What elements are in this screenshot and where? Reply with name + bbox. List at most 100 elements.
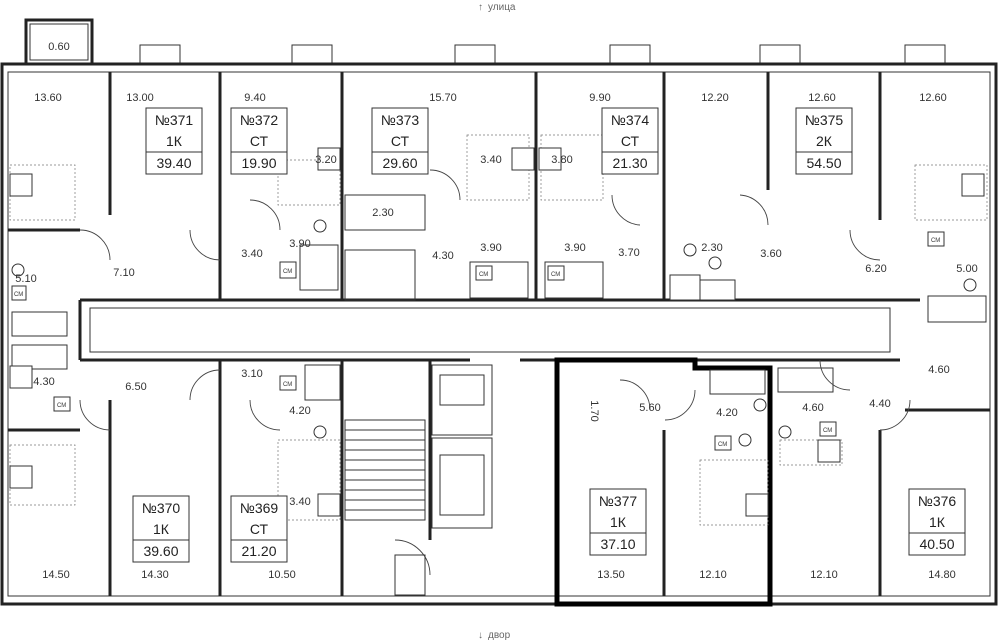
room-area-label: 3.80 [551,154,572,166]
top-partitions [8,72,920,362]
room-area-label: 4.40 [869,398,890,410]
card-frame [589,488,647,556]
washer-label: СМ [283,269,292,275]
card-frame [145,107,203,175]
room-area-label: 9.90 [589,92,610,104]
apartment-377-outline [554,357,773,607]
room-area-label: 4.20 [716,407,737,419]
room-area-label: 10.50 [268,569,296,581]
apartment-type: СТ [391,133,410,149]
room-area-label: 3.10 [241,368,262,380]
room-area-label: 2.30 [701,242,722,254]
room-area-label: 13.60 [34,92,62,104]
stoves [9,147,985,517]
washer-label: СМ [57,403,66,409]
room-area-label: 6.50 [125,381,146,393]
apartment-area: 54.50 [806,155,841,171]
kitchen-zones [9,134,988,526]
room-area-label: 3.40 [289,496,310,508]
apartment-type: СТ [250,521,269,537]
washer-label: СМ [718,442,727,448]
room-area-label: 15.70 [429,92,457,104]
bathroom-fixtures [11,219,987,447]
apartment-area: 29.60 [382,155,417,171]
apartment-type: 1К [929,514,946,530]
apartment-type: СТ [621,133,640,149]
apartment-area: 21.30 [612,155,647,171]
apartment-number: №369 [240,500,279,516]
up-arrow-icon: ↑ [478,2,483,13]
apartment-number: №376 [918,493,957,509]
apartment-card: №376 1К 40.50 [908,488,966,556]
card-frame [132,495,190,563]
down-arrow-icon: ↓ [478,630,483,641]
room-area-label: 12.60 [919,92,947,104]
windows-top [139,44,946,64]
door-swings [79,169,911,431]
apartment-area: 37.10 [600,536,635,552]
room-area-label: 1.70 [588,400,600,421]
room-area-label: 4.30 [432,250,453,262]
apartment-card: №375 2К 54.50 [795,107,853,175]
apartment-type: 1К [610,514,627,530]
room-area-label: 9.40 [244,92,265,104]
room-area-label: 3.40 [241,248,262,260]
card-frame [601,107,659,175]
apartment-number: №373 [381,112,420,128]
balcony-area: 0.60 [48,41,69,53]
room-area-label: 12.60 [808,92,836,104]
room-area-label: 13.50 [597,569,625,581]
apartment-area: 40.50 [919,536,954,552]
card-frame [230,107,288,175]
room-area-label: 3.70 [618,247,639,259]
balcony: 0.60 [24,18,94,66]
staircase [344,364,493,596]
card-frame [230,495,288,563]
apartment-type: 2К [816,133,833,149]
washer-label: СМ [551,272,560,278]
apartment-type: 1К [166,133,183,149]
card-frame [371,107,429,175]
apartment-area: 39.40 [156,155,191,171]
room-area-label: 2.30 [372,207,393,219]
washer-label: СМ [479,272,488,278]
washer-label: СМ [823,428,832,434]
apartment-number: №377 [599,493,638,509]
room-area-label: 12.10 [699,569,727,581]
card-frame [795,107,853,175]
room-area-label: 6.20 [865,263,886,275]
apartment-number: №372 [240,112,279,128]
room-area-label: 12.10 [810,569,838,581]
compass-yard: ↓ двор [478,630,511,641]
apartment-number: №370 [142,500,181,516]
apartment-number: №374 [611,112,650,128]
card-frame [908,488,966,556]
washer-label: СМ [14,292,23,298]
washers: СМ СМ СМ СМ СМ СМ СМ СМ СМ [11,231,945,451]
room-area-label: 4.20 [289,405,310,417]
room-area-label: 3.40 [480,154,501,166]
apartment-card: №371 1К 39.40 [145,107,203,175]
room-area-label: 3.90 [564,242,585,254]
room-area-label: 5.00 [956,263,977,275]
apartment-card: №377 1К 37.10 [589,488,647,556]
room-area-label: 14.30 [141,569,169,581]
room-area-label: 4.30 [33,376,54,388]
room-area-label: 3.90 [289,238,310,250]
room-area-label: 12.20 [701,92,729,104]
room-area-label: 14.80 [928,569,956,581]
apartment-number: №375 [805,112,844,128]
yard-label: двор [488,630,511,641]
room-area-label: 5.10 [15,273,36,285]
room-area-label: 4.60 [802,402,823,414]
apartment-number: №371 [155,112,194,128]
room-area-label: 3.90 [480,242,501,254]
compass-street: ↑ улица [478,2,516,13]
